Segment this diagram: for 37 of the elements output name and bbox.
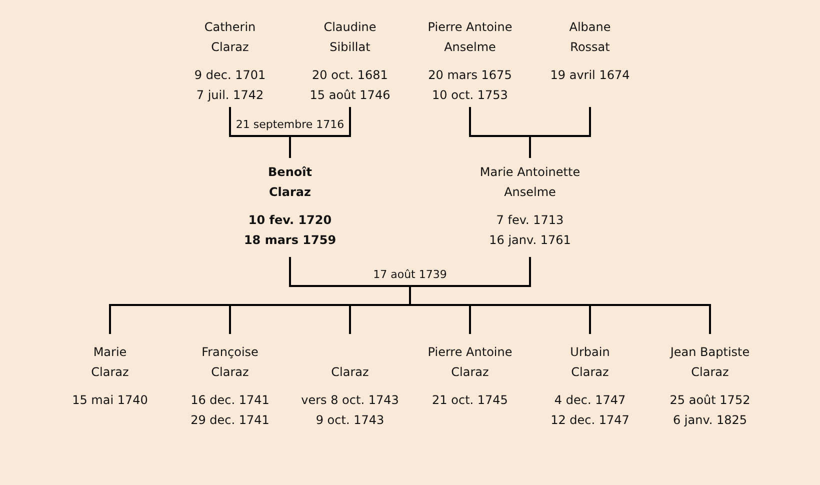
person-name: Marie Claraz — [91, 344, 129, 381]
date-text: 10 oct. 1753 — [432, 87, 508, 104]
date-text: 15 août 1746 — [310, 87, 390, 104]
person-name: Albane Rossat — [569, 19, 611, 56]
person-name: Claraz — [331, 364, 369, 381]
date-text: 16 dec. 1741 — [190, 392, 270, 409]
date-text: 9 oct. 1743 — [316, 412, 384, 429]
date-text: 10 fev. 1720 — [248, 212, 332, 229]
person-name: Jean Baptiste Claraz — [670, 344, 750, 381]
person-name: Catherin Claraz — [204, 19, 256, 56]
person-name: Claudine Sibillat — [324, 19, 376, 56]
date-text: 21 oct. 1745 — [432, 392, 508, 409]
edge-label: 21 septembre 1716 — [234, 117, 346, 132]
person-name: Urbain Claraz — [570, 344, 610, 381]
date-text: 6 janv. 1825 — [672, 412, 748, 429]
date-text: 9 dec. 1701 — [194, 67, 266, 84]
date-text: 15 mai 1740 — [72, 392, 148, 409]
person-name: Françoise Claraz — [202, 344, 258, 381]
date-text: 20 mars 1675 — [428, 67, 512, 84]
person-name: Pierre Antoine Anselme — [428, 19, 512, 56]
date-text: vers 8 oct. 1743 — [301, 392, 399, 409]
date-text: 12 dec. 1747 — [550, 412, 630, 429]
date-text: 25 août 1752 — [670, 392, 750, 409]
date-text: 7 fev. 1713 — [496, 212, 564, 229]
person-name: Benoît Claraz — [268, 164, 312, 201]
date-text: 7 juil. 1742 — [196, 87, 264, 104]
date-text: 4 dec. 1747 — [554, 392, 626, 409]
date-text: 29 dec. 1741 — [190, 412, 270, 429]
person-name: Pierre Antoine Claraz — [428, 344, 512, 381]
family-line — [469, 107, 591, 158]
date-text: 19 avril 1674 — [550, 67, 630, 84]
date-text: 16 janv. 1761 — [489, 232, 571, 249]
family-line — [229, 107, 351, 158]
family-line — [109, 257, 711, 334]
date-text: 18 mars 1759 — [244, 232, 336, 249]
person-name: Marie Antoinette Anselme — [480, 164, 580, 201]
date-text: 20 oct. 1681 — [312, 67, 388, 84]
